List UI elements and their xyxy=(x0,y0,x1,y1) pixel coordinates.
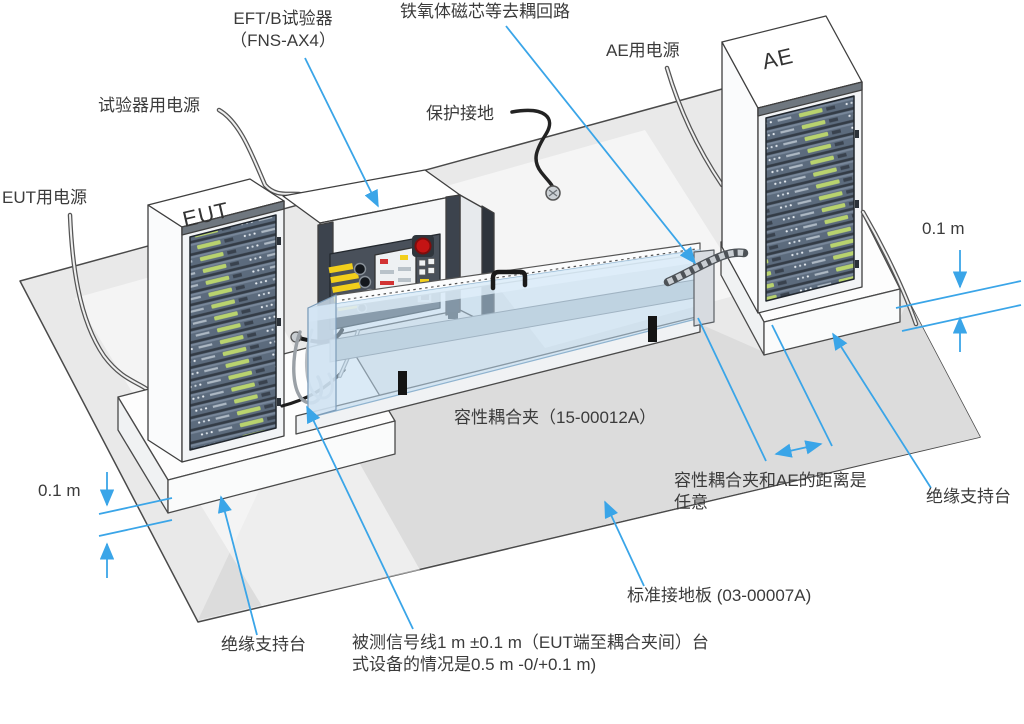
eut-pedestal-front xyxy=(167,420,396,514)
leader-tester xyxy=(304,57,379,208)
label-signal-line-line2: 式设备的情况是0.5 m -0/+0.1 m) xyxy=(352,655,597,675)
eut-power-cable xyxy=(69,214,149,391)
label-eftb-tester: EFT/B试验器 （FNS-AX4） xyxy=(203,8,363,53)
ferrite-core-cable xyxy=(663,248,749,287)
eut-rack-hinges xyxy=(277,237,281,406)
clamp-cover-top-band xyxy=(308,250,700,322)
eut-rack-trim xyxy=(181,200,285,236)
emergency-stop-button xyxy=(414,237,432,255)
label-clamp-ae-distance: 容性耦合夹和AE的距离是 任意 xyxy=(674,470,867,515)
clamp-clip-left xyxy=(398,371,407,395)
label-eut-power: EUT用电源 xyxy=(2,188,87,207)
tester-display-indicators xyxy=(380,255,411,285)
label-eftb-tester-line2: （FNS-AX4） xyxy=(230,31,336,51)
label-clamp-ae-distance-line2: 任意 xyxy=(674,493,708,513)
label-eftb-tester-line1: EFT/B试验器 xyxy=(233,9,333,28)
ae-rack-server-panel xyxy=(765,95,855,302)
earth-cable xyxy=(510,108,555,190)
dim-ext-clamp xyxy=(697,317,767,462)
label-ground-plate: 标准接地板 (03-00007A) xyxy=(627,586,812,605)
label-insulating-support-right: 绝缘支持台 xyxy=(926,487,1011,506)
clamp-left-end-cap xyxy=(307,294,337,419)
ae-power-cable-right xyxy=(860,209,919,327)
dim-ext-ae xyxy=(771,324,833,447)
label-ae-power: AE用电源 xyxy=(606,41,680,60)
label-ferrite-decoupling: 铁氧体磁芯等去耦回路 xyxy=(400,2,570,21)
leader-ferrite xyxy=(505,25,697,265)
ae-rack-trim xyxy=(757,81,863,117)
protective-earth xyxy=(510,108,561,201)
label-dim-right: 0.1 m xyxy=(922,219,965,238)
label-signal-line-line1: 被测信号线1 m ±0.1 m（EUT端至耦合夹间）台 xyxy=(352,633,709,652)
label-coupling-clamp: 容性耦合夹（15-00012A） xyxy=(454,408,657,427)
leader-signal-line xyxy=(306,405,414,630)
eut-rack-server-panel xyxy=(189,214,277,451)
ae-pedestal-front xyxy=(763,288,901,356)
coupling-clamp xyxy=(295,242,715,435)
label-tester-power: 试验器用电源 xyxy=(98,96,200,115)
label-clamp-ae-distance-line1: 容性耦合夹和AE的距离是 xyxy=(674,471,867,490)
dim-line-right-bottom xyxy=(901,304,1022,332)
tester-buttons xyxy=(418,258,435,276)
label-dim-left: 0.1 m xyxy=(38,481,81,500)
earth-bolt-cross xyxy=(548,189,558,197)
ae-power-cable-top xyxy=(666,67,723,186)
label-signal-line: 被测信号线1 m ±0.1 m（EUT端至耦合夹间）台 式设备的情况是0.5 m… xyxy=(352,632,709,677)
annotations xyxy=(98,25,1022,636)
eut-rack-left-face xyxy=(147,204,183,463)
dim-line-right-top xyxy=(895,280,1022,309)
dim-arrow-clamp-ae xyxy=(774,440,823,458)
ae-rack xyxy=(721,15,863,314)
leader-ground-plate xyxy=(604,500,645,587)
label-protective-earth: 保护接地 xyxy=(426,104,494,123)
eut-rack xyxy=(147,178,285,463)
clamp-clip-right xyxy=(648,316,657,342)
dim-line-left-top xyxy=(98,497,173,515)
dim-line-left-bottom xyxy=(98,519,173,537)
leader-support-left xyxy=(217,495,258,636)
clamp-handle xyxy=(490,269,528,291)
leader-support-right xyxy=(832,332,932,489)
label-insulating-support-left: 绝缘支持台 xyxy=(221,635,306,654)
ae-rack-hinges xyxy=(855,130,859,268)
